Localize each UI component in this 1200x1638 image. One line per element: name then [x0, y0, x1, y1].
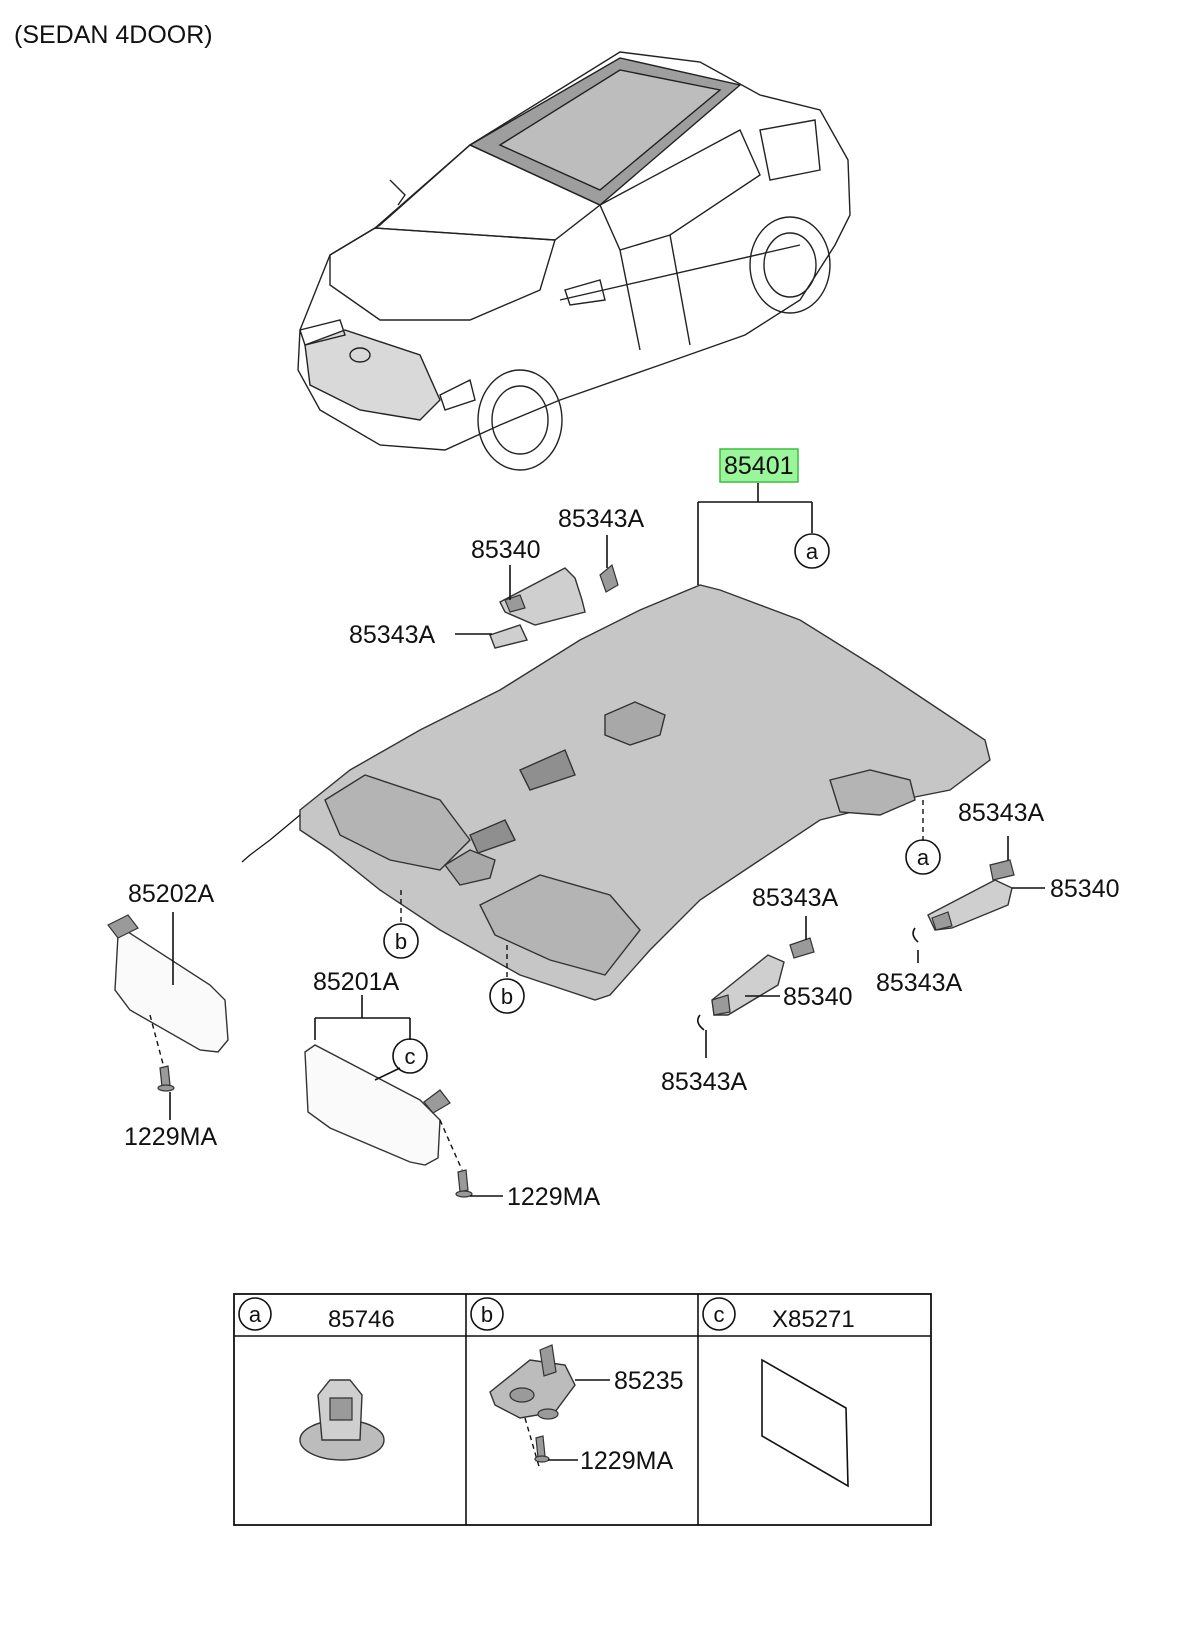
callout-cap-front-left-top: 85343A [558, 505, 645, 533]
table-part-85235: 85235 [614, 1367, 684, 1395]
table-part-1229ma: 1229MA [580, 1447, 673, 1475]
svg-text:a: a [249, 1302, 262, 1327]
variant-title: (SEDAN 4DOOR) [14, 21, 213, 49]
table-part-x85271: X85271 [772, 1306, 855, 1333]
marker-a-right: a [905, 839, 941, 875]
screw-right [455, 1169, 473, 1198]
cap-rear-right-bottom [912, 927, 919, 943]
marker-a-top: a [794, 533, 830, 569]
callout-visor-right: 85201A [313, 968, 400, 996]
svg-text:c: c [714, 1302, 725, 1327]
headliner-callout: 85401 [719, 448, 799, 483]
car-illustration [297, 51, 851, 471]
callout-screw-right: 1229MA [507, 1183, 600, 1211]
reference-table: a 85746 b 85235 [233, 1293, 932, 1526]
table-cell-b: b 85235 1229MA [470, 1297, 684, 1475]
leader-lines [149, 483, 1045, 1197]
cap-front-left-top [599, 563, 619, 593]
svg-text:b: b [501, 984, 513, 1009]
handle-front-left [499, 567, 586, 626]
svg-text:a: a [917, 845, 930, 870]
cap-mid-top [789, 937, 815, 959]
callout-cap-rear-right-bottom: 85343A [876, 969, 963, 997]
highlight-box [719, 448, 799, 483]
screw-left [157, 1065, 175, 1092]
callout-handle-front-left: 85340 [471, 536, 541, 564]
svg-text:a: a [806, 539, 819, 564]
marker-c: c [392, 1038, 428, 1074]
callout-85401: 85401 [724, 452, 794, 480]
cap-front-left-bottom [489, 624, 528, 649]
callout-visor-left: 85202A [128, 880, 215, 908]
cap-mid-bottom [696, 1014, 705, 1031]
handle-mid [711, 954, 785, 1016]
marker-b-right: b [489, 978, 525, 1014]
callout-cap-rear-right-top: 85343A [958, 799, 1045, 827]
table-part-85746: 85746 [328, 1306, 395, 1333]
table-cell-a: a 85746 [238, 1297, 395, 1461]
handle-rear-right [927, 879, 1013, 931]
callout-cap-mid-top: 85343A [752, 884, 839, 912]
visor-left [107, 914, 229, 1053]
callout-cap-front-left-bottom: 85343A [349, 621, 436, 649]
callout-handle-mid: 85340 [783, 983, 853, 1011]
marker-b-left: b [383, 923, 419, 959]
svg-text:c: c [405, 1044, 416, 1069]
cap-rear-right-top [989, 859, 1015, 881]
svg-text:b: b [481, 1302, 493, 1327]
screw-1229ma-illustration [534, 1435, 550, 1463]
callout-handle-rear-right: 85340 [1050, 875, 1120, 903]
table-cell-c: c X85271 [702, 1297, 855, 1488]
retainer-85235-illustration [489, 1344, 576, 1420]
pad-x85271-illustration [761, 1358, 849, 1488]
visor-right [304, 1044, 451, 1166]
callout-screw-left: 1229MA [124, 1123, 217, 1151]
clip-85746-illustration [299, 1379, 385, 1461]
callout-cap-mid-bottom: 85343A [661, 1068, 748, 1096]
svg-text:b: b [395, 929, 407, 954]
headliner-panel [241, 584, 991, 1001]
